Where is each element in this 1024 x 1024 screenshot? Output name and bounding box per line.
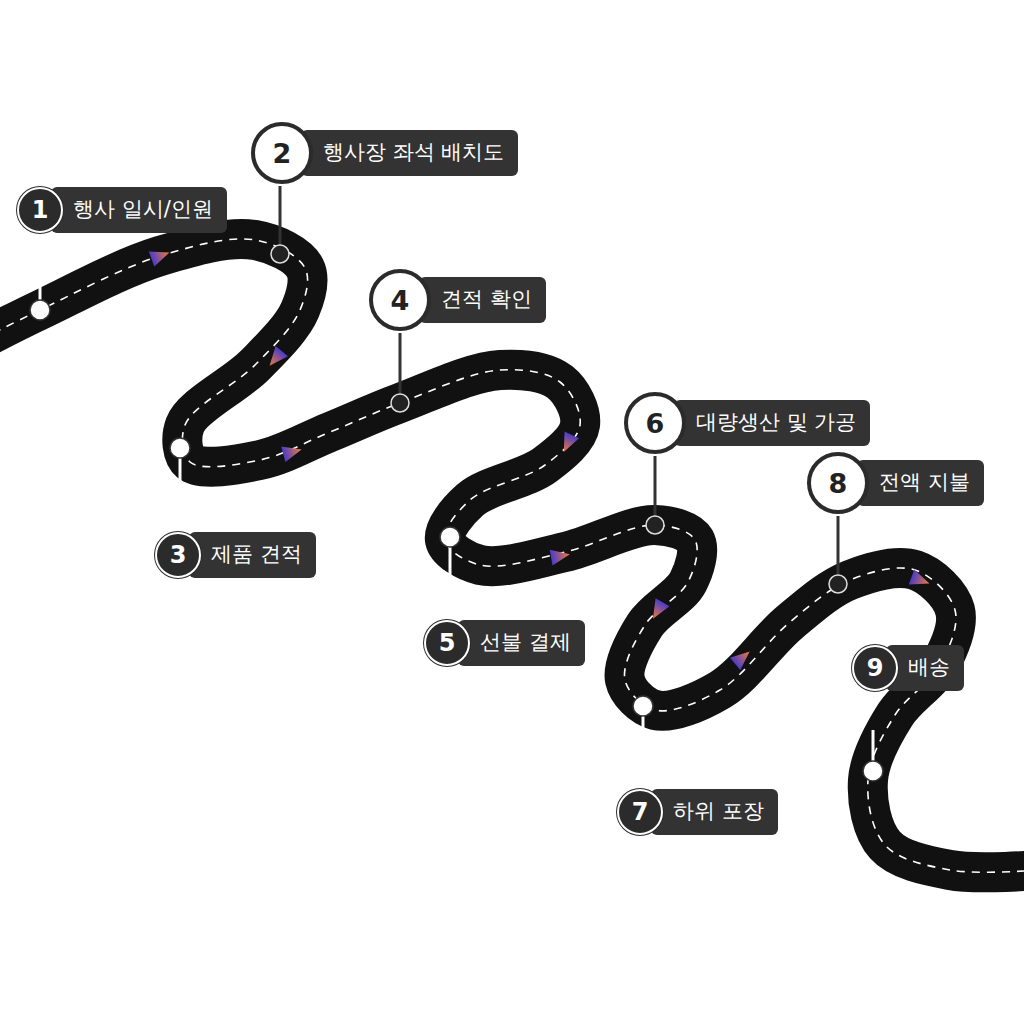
road-marker (440, 527, 460, 547)
step-label: 6대량생산 및 가공 (624, 392, 870, 454)
step-label: 9배송 (852, 645, 964, 691)
step-title: 행사장 좌석 배치도 (301, 130, 518, 175)
step-label: 8전액 지불 (807, 452, 984, 514)
road-marker (170, 438, 190, 458)
step-label: 1행사 일시/인원 (17, 187, 227, 233)
step-number: 2 (251, 122, 313, 184)
step-title: 전액 지불 (857, 460, 984, 505)
direction-arrow (281, 442, 303, 462)
road-center-line (0, 239, 1024, 872)
road (0, 239, 1024, 872)
road-marker (829, 575, 847, 593)
direction-arrow (909, 569, 932, 591)
step-title: 견적 확인 (419, 277, 546, 322)
step-number: 3 (155, 532, 201, 578)
road-marker (633, 696, 653, 716)
step-number: 5 (424, 620, 470, 666)
step-number: 8 (807, 452, 869, 514)
step-label: 2행사장 좌석 배치도 (251, 122, 518, 184)
direction-arrow (263, 346, 287, 371)
step-title: 대량생산 및 가공 (674, 400, 870, 445)
road-marker (391, 394, 409, 412)
step-number: 4 (369, 269, 431, 331)
step-label: 4견적 확인 (369, 269, 546, 331)
leader-line (279, 186, 282, 254)
road-marker (30, 300, 50, 320)
step-number: 9 (852, 645, 898, 691)
direction-arrow (730, 645, 755, 669)
leader-line (654, 456, 657, 525)
leader-line (399, 333, 402, 403)
step-label: 3제품 견적 (155, 532, 316, 578)
road-marker (271, 245, 289, 263)
direction-arrow (149, 245, 172, 267)
step-number: 1 (17, 187, 63, 233)
step-number: 7 (617, 789, 663, 835)
leader-line (837, 516, 840, 584)
step-title: 제품 견적 (189, 532, 316, 577)
road-marker (646, 516, 664, 534)
step-title: 하위 포장 (651, 789, 778, 834)
step-title: 행사 일시/인원 (51, 187, 227, 232)
step-title: 선불 결제 (458, 620, 585, 665)
leader-line (39, 236, 42, 310)
step-label: 5선불 결제 (424, 620, 585, 666)
step-label: 7하위 포장 (617, 789, 778, 835)
direction-arrow (550, 546, 571, 565)
road-marker (863, 761, 883, 781)
step-number: 6 (624, 392, 686, 454)
direction-arrow (646, 598, 669, 622)
direction-arrow (557, 431, 580, 455)
